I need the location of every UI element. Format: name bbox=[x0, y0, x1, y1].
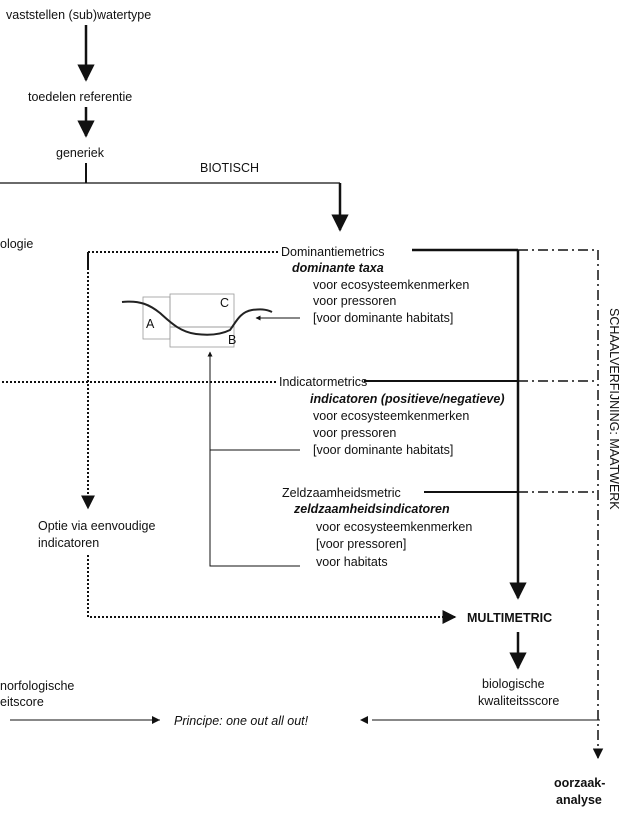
left-score-line-2: eitscore bbox=[0, 695, 44, 709]
dotted-optie-to-multimetric bbox=[88, 555, 455, 617]
optie-line-2: indicatoren bbox=[38, 536, 99, 550]
step-generiek: generiek bbox=[56, 146, 105, 160]
dominantie-line-2: voor pressoren bbox=[313, 294, 396, 308]
indicator-subtitle: indicatoren (positieve/negatieve) bbox=[310, 392, 505, 406]
oorzaak-line-1: oorzaak- bbox=[554, 776, 605, 790]
principe-label: Principe: one out all out! bbox=[174, 714, 309, 728]
step-vaststellen-watertype: vaststellen (sub)watertype bbox=[6, 8, 151, 22]
habitat-label-b: B bbox=[228, 333, 236, 347]
biotisch-label: BIOTISCH bbox=[200, 161, 259, 175]
left-score-line-1: norfologische bbox=[0, 679, 74, 693]
indicator-line-3: [voor dominante habitats] bbox=[313, 443, 453, 457]
schaalverfijning-label: SCHAALVERFIJNING: MAATWERK bbox=[607, 308, 621, 510]
indicator-line-1: voor ecosysteemkenmerken bbox=[313, 409, 469, 423]
habitat-pointer-indicator bbox=[210, 352, 300, 450]
dominantie-title: Dominantiemetrics bbox=[281, 245, 385, 259]
principe-arrow-left bbox=[152, 716, 160, 724]
step-toedelen-referentie: toedelen referentie bbox=[28, 90, 132, 104]
left-cut-label-ologie: ologie bbox=[0, 237, 33, 251]
oorzaak-line-2: analyse bbox=[556, 793, 602, 807]
indicator-line-2: voor pressoren bbox=[313, 426, 396, 440]
dotted-dominantie-left bbox=[88, 252, 278, 270]
habitat-label-a: A bbox=[146, 317, 155, 331]
dominantie-subtitle: dominante taxa bbox=[292, 261, 384, 275]
zeldzaam-line-1: voor ecosysteemkenmerken bbox=[316, 520, 472, 534]
zeldzaam-subtitle: zeldzaamheidsindicatoren bbox=[293, 502, 450, 516]
score-line-1: biologische bbox=[482, 677, 545, 691]
zeldzaam-line-3: voor habitats bbox=[316, 555, 388, 569]
dominantie-line-1: voor ecosysteemkenmerken bbox=[313, 278, 469, 292]
river-cross-section: A B C bbox=[122, 294, 272, 347]
principe-arrow-right bbox=[360, 716, 368, 724]
habitat-pointer-zeldzaam bbox=[210, 450, 300, 566]
score-line-2: kwaliteitsscore bbox=[478, 694, 559, 708]
zeldzaam-line-2: [voor pressoren] bbox=[316, 537, 406, 551]
zeldzaam-title: Zeldzaamheidsmetric bbox=[282, 486, 401, 500]
dominantie-line-3: [voor dominante habitats] bbox=[313, 311, 453, 325]
habitat-label-c: C bbox=[220, 296, 229, 310]
optie-line-1: Optie via eenvoudige bbox=[38, 519, 155, 533]
indicator-title: Indicatormetrics bbox=[279, 375, 367, 389]
multimetric-label: MULTIMETRIC bbox=[467, 611, 552, 625]
